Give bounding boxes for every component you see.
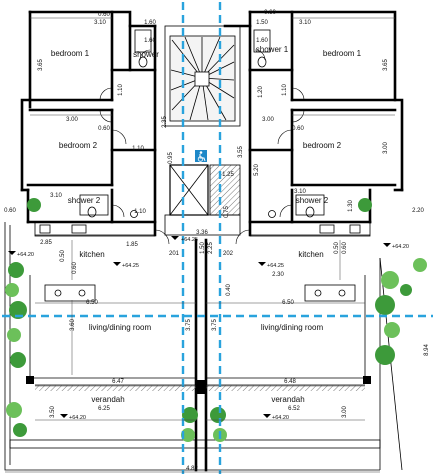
svg-text:+64.20: +64.20 bbox=[69, 415, 86, 421]
dim-label: 6.47 bbox=[112, 379, 124, 385]
dim-label: 6.50 bbox=[86, 300, 98, 306]
dim-label: 3.10 bbox=[94, 20, 106, 26]
dim-label: 2.20 bbox=[412, 208, 424, 214]
room-bedroom-2-right: bedroom 2 bbox=[303, 141, 342, 150]
unit-number-201: 201 bbox=[169, 251, 180, 257]
living-walls bbox=[9, 238, 381, 472]
svg-text:+64.20: +64.20 bbox=[392, 244, 409, 250]
svg-text:+64.25: +64.25 bbox=[181, 237, 198, 243]
dim-label: 3.10 bbox=[299, 20, 311, 26]
level-marker: +64.25 bbox=[171, 236, 198, 243]
stair-core bbox=[164, 25, 241, 236]
svg-text:+64.20: +64.20 bbox=[272, 415, 289, 421]
dim-label: 0.75 bbox=[224, 206, 230, 218]
dimension-labels: 3.10 0.60 1.60 1.50 0.60 3.10 3.65 3.65 … bbox=[4, 10, 430, 472]
room-shower-2-left: shower 2 bbox=[68, 196, 101, 205]
dim-label: 2.85 bbox=[40, 240, 52, 246]
dim-label: 6.48 bbox=[284, 379, 296, 385]
dim-label: 1.50 bbox=[200, 242, 206, 254]
dim-label: 8.94 bbox=[424, 344, 430, 356]
dim-label: 0.50 bbox=[334, 242, 340, 254]
room-bedroom-1-right: bedroom 1 bbox=[323, 49, 362, 58]
dim-label: 1.60 bbox=[256, 38, 268, 44]
dim-label: 0.60 bbox=[342, 242, 348, 254]
level-marker: +64.20 bbox=[263, 414, 289, 421]
level-marker: +64.25 bbox=[258, 262, 284, 269]
level-marker: +64.20 bbox=[8, 251, 34, 258]
dim-label: 3.00 bbox=[262, 117, 274, 123]
dim-label: 1.30 bbox=[348, 200, 354, 212]
dim-label: 2.30 bbox=[272, 272, 284, 278]
level-marker: +64.20 bbox=[60, 414, 86, 421]
dim-label: 2.25 bbox=[208, 242, 214, 254]
svg-text:+64.25: +64.25 bbox=[122, 263, 139, 269]
dim-label: 0.60 bbox=[4, 208, 16, 214]
vegetation bbox=[5, 198, 427, 442]
dim-label: 0.60 bbox=[292, 126, 304, 132]
dim-label: 3.36 bbox=[196, 230, 208, 236]
dim-label: 1.10 bbox=[132, 146, 144, 152]
dim-label: 0.50 bbox=[60, 250, 66, 262]
dim-label: 6.50 bbox=[282, 300, 294, 306]
room-living-left: living/dining room bbox=[89, 323, 152, 332]
dim-label: 3.10 bbox=[50, 193, 62, 199]
dim-label: 4.82 bbox=[186, 466, 198, 472]
level-marker: +64.20 bbox=[383, 243, 409, 250]
dim-label: 1.10 bbox=[118, 84, 124, 96]
doors bbox=[99, 49, 305, 245]
room-living-right: living/dining room bbox=[261, 323, 324, 332]
room-kitchen-left: kitchen bbox=[79, 250, 104, 259]
dim-label: 0.60 bbox=[98, 126, 110, 132]
fixtures bbox=[79, 29, 325, 218]
railings bbox=[35, 257, 403, 471]
dim-label: 3.10 bbox=[294, 189, 306, 195]
dim-label: 1.60 bbox=[144, 38, 156, 44]
dim-label: 3.75 bbox=[186, 319, 192, 331]
dim-label: 1.10 bbox=[134, 209, 146, 215]
dim-label: 3.60 bbox=[70, 319, 76, 331]
dim-label: 3.55 bbox=[238, 146, 244, 158]
room-shower-right: shower 1 bbox=[256, 45, 289, 54]
svg-text:+64.25: +64.25 bbox=[267, 263, 284, 269]
dim-label: 6.25 bbox=[98, 406, 110, 412]
dim-label: 3.50 bbox=[50, 406, 56, 418]
dim-label: 0.60 bbox=[72, 262, 78, 274]
room-verandah-right: verandah bbox=[271, 395, 304, 404]
dim-label: 1.85 bbox=[126, 242, 138, 248]
dim-label: 0.60 bbox=[98, 12, 110, 18]
dim-label: 3.65 bbox=[38, 59, 44, 71]
dim-label: 2.35 bbox=[162, 116, 168, 128]
dim-label: 1.50 bbox=[256, 20, 268, 26]
room-verandah-left: verandah bbox=[91, 395, 124, 404]
dim-label: 0.40 bbox=[226, 284, 232, 296]
dim-label: 0.60 bbox=[264, 10, 276, 16]
dim-label: 1.20 bbox=[258, 86, 264, 98]
wheelchair-icon bbox=[195, 150, 207, 162]
dimension-lines bbox=[5, 17, 395, 473]
dim-label: 3.00 bbox=[66, 117, 78, 123]
dim-label: 6.52 bbox=[288, 406, 300, 412]
kitchen-counters bbox=[34, 221, 371, 302]
dim-label: 0.95 bbox=[168, 152, 174, 164]
dim-label: 3.00 bbox=[383, 142, 389, 154]
unit-number-202: 202 bbox=[223, 251, 234, 257]
room-labels: bedroom 1 bedroom 1 shower shower 1 bedr… bbox=[51, 45, 362, 404]
dim-label: 1.10 bbox=[282, 84, 288, 96]
level-marker: +64.25 bbox=[113, 262, 139, 269]
room-shower-2-right: shower 2 bbox=[296, 196, 329, 205]
svg-text:+64.20: +64.20 bbox=[17, 252, 34, 258]
room-kitchen-right: kitchen bbox=[298, 250, 323, 259]
room-bedroom-2-left: bedroom 2 bbox=[59, 141, 98, 150]
dim-label: 3.75 bbox=[212, 319, 218, 331]
room-shower-left: shower bbox=[133, 50, 159, 59]
level-markers: +64.25 +64.20 +64.20 +64.25 +64.25 +64.2… bbox=[8, 236, 409, 421]
dim-label: 5.20 bbox=[254, 164, 260, 176]
dim-label: 3.00 bbox=[342, 406, 348, 418]
dim-label: 1.60 bbox=[144, 20, 156, 26]
dim-label: 1.25 bbox=[222, 172, 234, 178]
dim-label: 3.65 bbox=[383, 59, 389, 71]
room-bedroom-1-left: bedroom 1 bbox=[51, 49, 90, 58]
